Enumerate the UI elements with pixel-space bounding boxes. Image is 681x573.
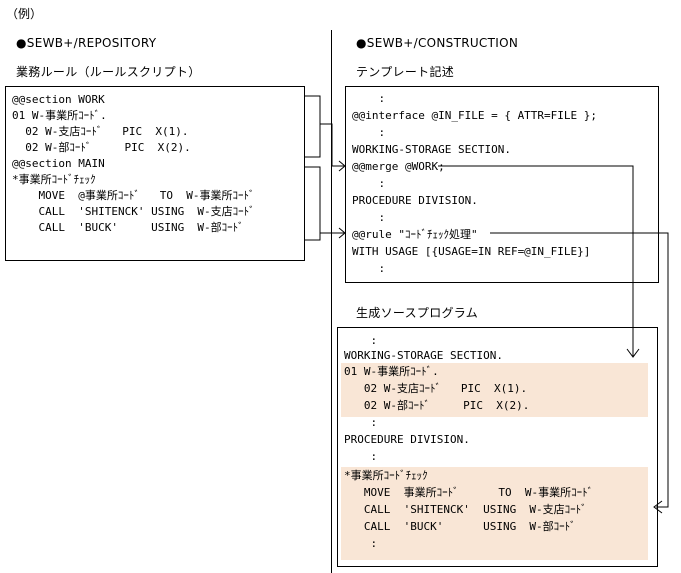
merge-arrowhead (338, 160, 346, 172)
generated-line: MOVE 事業所ｺｰﾄﾞ TO W-事業所ｺｰﾄﾞ (344, 486, 594, 499)
generated-line: : (344, 416, 378, 429)
rule-line: 02 W-支店ｺｰﾄﾞ PIC X(1). (12, 125, 189, 138)
generated-line: 01 W-事業所ｺｰﾄﾞ. (344, 365, 439, 378)
generated-work-arrowhead (626, 348, 640, 358)
template-line: : (352, 92, 386, 105)
business-rule-title: 業務ルール（ルールスクリプト） (16, 65, 201, 79)
business-rule-box: @@section WORK 01 W-事業所ｺｰﾄﾞ. 02 W-支店ｺｰﾄﾞ… (5, 86, 305, 261)
template-title: テンプレート記述 (356, 65, 455, 79)
generated-line: *事業所ｺｰﾄﾞﾁｪｯｸ (344, 469, 428, 482)
work-bracket (305, 95, 321, 158)
generated-line: : (344, 537, 378, 550)
rule-line: CALL 'SHITENCK' USING W-支店ｺｰﾄﾞ (12, 205, 255, 218)
template-line: @@rule "ｺｰﾄﾞﾁｪｯｸ処理" (352, 228, 478, 241)
example-label: （例） (6, 7, 43, 21)
rule-line: @@section MAIN (12, 157, 105, 170)
merge-to-generated-arrow (438, 165, 634, 356)
rule-line: *事業所ｺｰﾄﾞﾁｪｯｸ (12, 173, 96, 186)
generated-line: CALL 'BUCK' USING W-部ｺｰﾄﾞ (344, 520, 576, 533)
rule-line: MOVE @事業所ｺｰﾄﾞ TO W-事業所ｺｰﾄﾞ (12, 189, 255, 202)
rule-line: CALL 'BUCK' USING W-部ｺｰﾄﾞ (12, 221, 244, 234)
template-line: WORKING-STORAGE SECTION. (352, 143, 511, 156)
generated-line: 02 W-支店ｺｰﾄﾞ PIC X(1). (344, 382, 528, 395)
work-highlight (341, 363, 648, 417)
generated-line: WORKING-STORAGE SECTION. (344, 349, 503, 362)
generated-title: 生成ソースプログラム (356, 306, 479, 320)
generated-line: CALL 'SHITENCK' USING W-支店ｺｰﾄﾞ (344, 503, 587, 516)
construction-heading: ●SEWB+/CONSTRUCTION (356, 36, 519, 50)
rule-line: @@section WORK (12, 93, 105, 106)
generated-main-arrowhead (653, 500, 663, 514)
generated-line: : (344, 450, 378, 463)
merge-arrow (320, 123, 344, 167)
template-line: PROCEDURE DIVISION. (352, 194, 478, 207)
generated-line: 02 W-部ｺｰﾄﾞ PIC X(2). (344, 399, 530, 412)
template-line: @@interface @IN_FILE = { ATTR=FILE }; (352, 109, 598, 122)
rule-arrowhead (338, 227, 346, 239)
generated-line: : (344, 334, 378, 347)
template-line: : (352, 262, 386, 275)
rule-line: 02 W-部ｺｰﾄﾞ PIC X(2). (12, 141, 191, 154)
main-bracket (305, 166, 321, 241)
template-line: : (352, 126, 386, 139)
rule-line: 01 W-事業所ｺｰﾄﾞ. (12, 109, 107, 122)
generated-box: : WORKING-STORAGE SECTION. 01 W-事業所ｺｰﾄﾞ.… (337, 327, 658, 567)
template-line: : (352, 177, 386, 190)
template-line: @@merge @WORK; (352, 160, 445, 173)
rule-to-generated-arrow (490, 232, 669, 508)
template-box: : @@interface @IN_FILE = { ATTR=FILE }; … (345, 86, 659, 283)
center-divider (331, 30, 332, 573)
repository-heading: ●SEWB+/REPOSITORY (16, 36, 157, 50)
template-line: WITH USAGE [{USAGE=IN REF=@IN_FILE}] (352, 245, 591, 258)
template-line: : (352, 211, 386, 224)
generated-line: PROCEDURE DIVISION. (344, 433, 470, 446)
main-highlight (341, 467, 648, 560)
